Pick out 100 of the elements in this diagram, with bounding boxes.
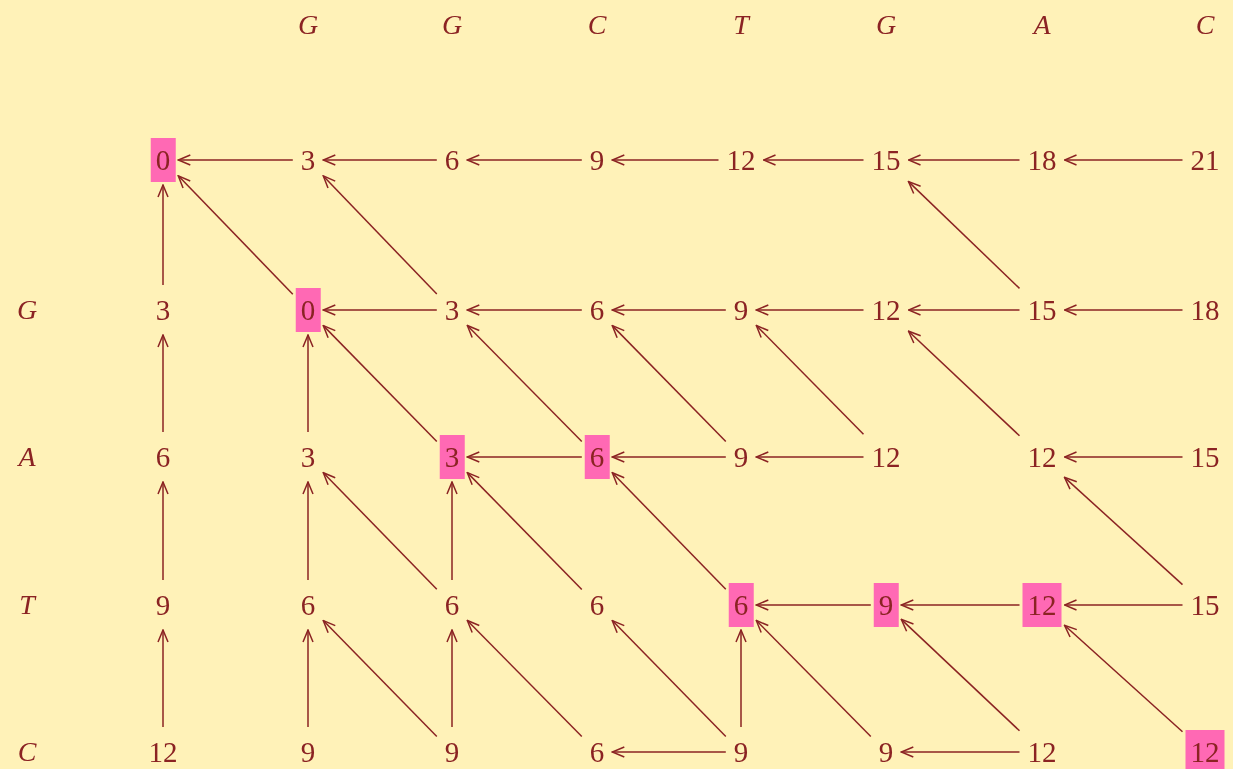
- arrow: [177, 154, 294, 166]
- highlighted-score: 3: [439, 435, 465, 479]
- arrow: [900, 599, 1021, 611]
- arrow: [907, 154, 1021, 166]
- arrow: [466, 451, 583, 463]
- arrow: [322, 471, 438, 591]
- arrow: [611, 619, 727, 738]
- arrow: [302, 334, 314, 433]
- column-header: A: [1033, 9, 1051, 41]
- score-value: 6: [584, 583, 610, 627]
- row-header: A: [18, 441, 36, 473]
- score-value: 6: [439, 138, 465, 182]
- score-value: 9: [439, 730, 465, 769]
- score-value: 6: [295, 583, 321, 627]
- score-value: 9: [295, 730, 321, 769]
- arrow: [466, 154, 583, 166]
- score-value: 9: [150, 583, 176, 627]
- arrow: [611, 154, 720, 166]
- arrow: [755, 324, 865, 435]
- highlighted-score: 0: [295, 288, 321, 332]
- arrow: [466, 324, 583, 443]
- arrow: [157, 481, 169, 581]
- highlighted-score: 0: [150, 138, 176, 182]
- arrow: [611, 746, 727, 758]
- arrow: [302, 481, 314, 581]
- arrow: [466, 619, 583, 738]
- arrow: [446, 629, 458, 728]
- arrow: [157, 334, 169, 433]
- arrow: [1063, 624, 1184, 733]
- arrow: [322, 304, 438, 316]
- column-header: G: [297, 9, 319, 41]
- row-header: C: [17, 736, 37, 768]
- arrow: [177, 175, 294, 295]
- arrow: [322, 175, 438, 295]
- arrow: [735, 629, 747, 728]
- highlighted-score: 6: [584, 435, 610, 479]
- score-value: 12: [143, 730, 183, 769]
- arrow: [755, 619, 872, 738]
- arrow: [466, 471, 583, 591]
- score-value: 3: [150, 288, 176, 332]
- arrow: [611, 324, 727, 443]
- score-value: 6: [439, 583, 465, 627]
- column-header: G: [875, 9, 897, 41]
- arrow: [466, 304, 583, 316]
- score-value: 3: [439, 288, 465, 332]
- column-header: C: [1195, 9, 1215, 41]
- score-value: 12: [866, 288, 906, 332]
- arrow: [446, 481, 458, 581]
- arrow: [1063, 476, 1184, 586]
- score-value: 15: [1185, 583, 1225, 627]
- highlighted-score: 12: [1185, 730, 1225, 769]
- highlighted-score: 6: [728, 583, 754, 627]
- arrow: [322, 154, 438, 166]
- score-value: 9: [873, 730, 899, 769]
- arrow: [611, 304, 727, 316]
- arrow: [1063, 154, 1184, 166]
- column-header: G: [441, 9, 463, 41]
- score-value: 6: [584, 730, 610, 769]
- arrow: [1063, 451, 1184, 463]
- arrow: [611, 471, 727, 591]
- row-header: G: [16, 294, 38, 326]
- arrow: [611, 451, 727, 463]
- arrow: [302, 629, 314, 728]
- score-value: 3: [295, 138, 321, 182]
- arrow: [322, 324, 438, 443]
- score-value: 12: [866, 435, 906, 479]
- highlighted-score: 9: [873, 583, 899, 627]
- arrow: [907, 330, 1021, 437]
- arrow: [900, 746, 1021, 758]
- arrow: [322, 619, 438, 738]
- arrow: [157, 184, 169, 286]
- score-value: 6: [584, 288, 610, 332]
- arrow: [755, 451, 865, 463]
- arrow: [762, 154, 865, 166]
- score-value: 12: [721, 138, 761, 182]
- arrow: [900, 618, 1021, 732]
- score-value: 12: [1022, 730, 1062, 769]
- arrow: [907, 180, 1021, 290]
- score-value: 9: [728, 730, 754, 769]
- score-value: 15: [1185, 435, 1225, 479]
- arrow: [1063, 304, 1184, 316]
- highlighted-score: 12: [1022, 583, 1062, 627]
- score-value: 3: [295, 435, 321, 479]
- arrow: [755, 304, 865, 316]
- score-value: 18: [1022, 138, 1062, 182]
- score-value: 15: [1022, 288, 1062, 332]
- score-value: 9: [584, 138, 610, 182]
- score-value: 12: [1022, 435, 1062, 479]
- arrow: [1063, 599, 1184, 611]
- arrow: [157, 629, 169, 728]
- score-value: 18: [1185, 288, 1225, 332]
- score-value: 9: [728, 288, 754, 332]
- score-value: 6: [150, 435, 176, 479]
- score-value: 21: [1185, 138, 1225, 182]
- score-value: 15: [866, 138, 906, 182]
- arrow: [755, 599, 872, 611]
- score-value: 9: [728, 435, 754, 479]
- column-header: C: [587, 9, 607, 41]
- row-header: T: [19, 589, 35, 621]
- arrow: [907, 304, 1021, 316]
